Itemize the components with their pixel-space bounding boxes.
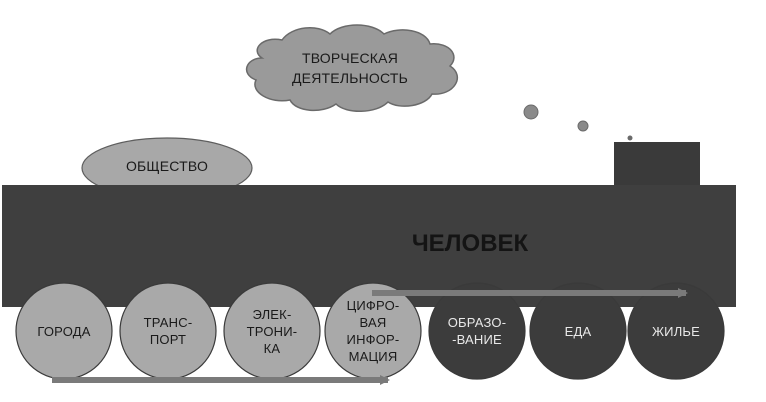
body-label: ЧЕЛОВЕК <box>411 230 529 257</box>
smoke-puff-small <box>627 135 633 141</box>
smoke-puff-large <box>523 104 539 120</box>
wheel-label-2: ТРАНС- ПОРТ <box>143 315 193 347</box>
wheel-label-7: ЖИЛЬЕ <box>651 323 701 339</box>
creativity-cloud <box>245 24 459 112</box>
wheel-label-1: ГОРОДА <box>37 323 91 339</box>
cloud-label-line1: ТВОРЧЕСКАЯ <box>301 50 399 66</box>
cloud-label-line2: ДЕЯТЕЛЬНОСТЬ <box>292 70 408 86</box>
smoke-puff-medium <box>577 120 589 132</box>
wheel-label-4: ЦИФРО- ВАЯ ИНФОР- МАЦИЯ <box>346 298 400 364</box>
dome-label: ОБЩЕСТВО <box>125 158 209 174</box>
wheel-label-6: ЕДА <box>564 323 592 339</box>
wheel-5 <box>428 282 526 380</box>
wheel-6 <box>529 282 627 380</box>
cloud-label: ТВОРЧЕСКАЯ ДЕЯТЕЛЬНОСТЬ <box>270 48 430 88</box>
chimney <box>614 142 700 188</box>
wheel-label-3: ЭЛЕК- ТРОНИ- КА <box>246 306 298 356</box>
wheel-7 <box>627 282 725 380</box>
wheel-label-5: ОБРАЗО- -ВАНИЕ <box>447 315 507 347</box>
